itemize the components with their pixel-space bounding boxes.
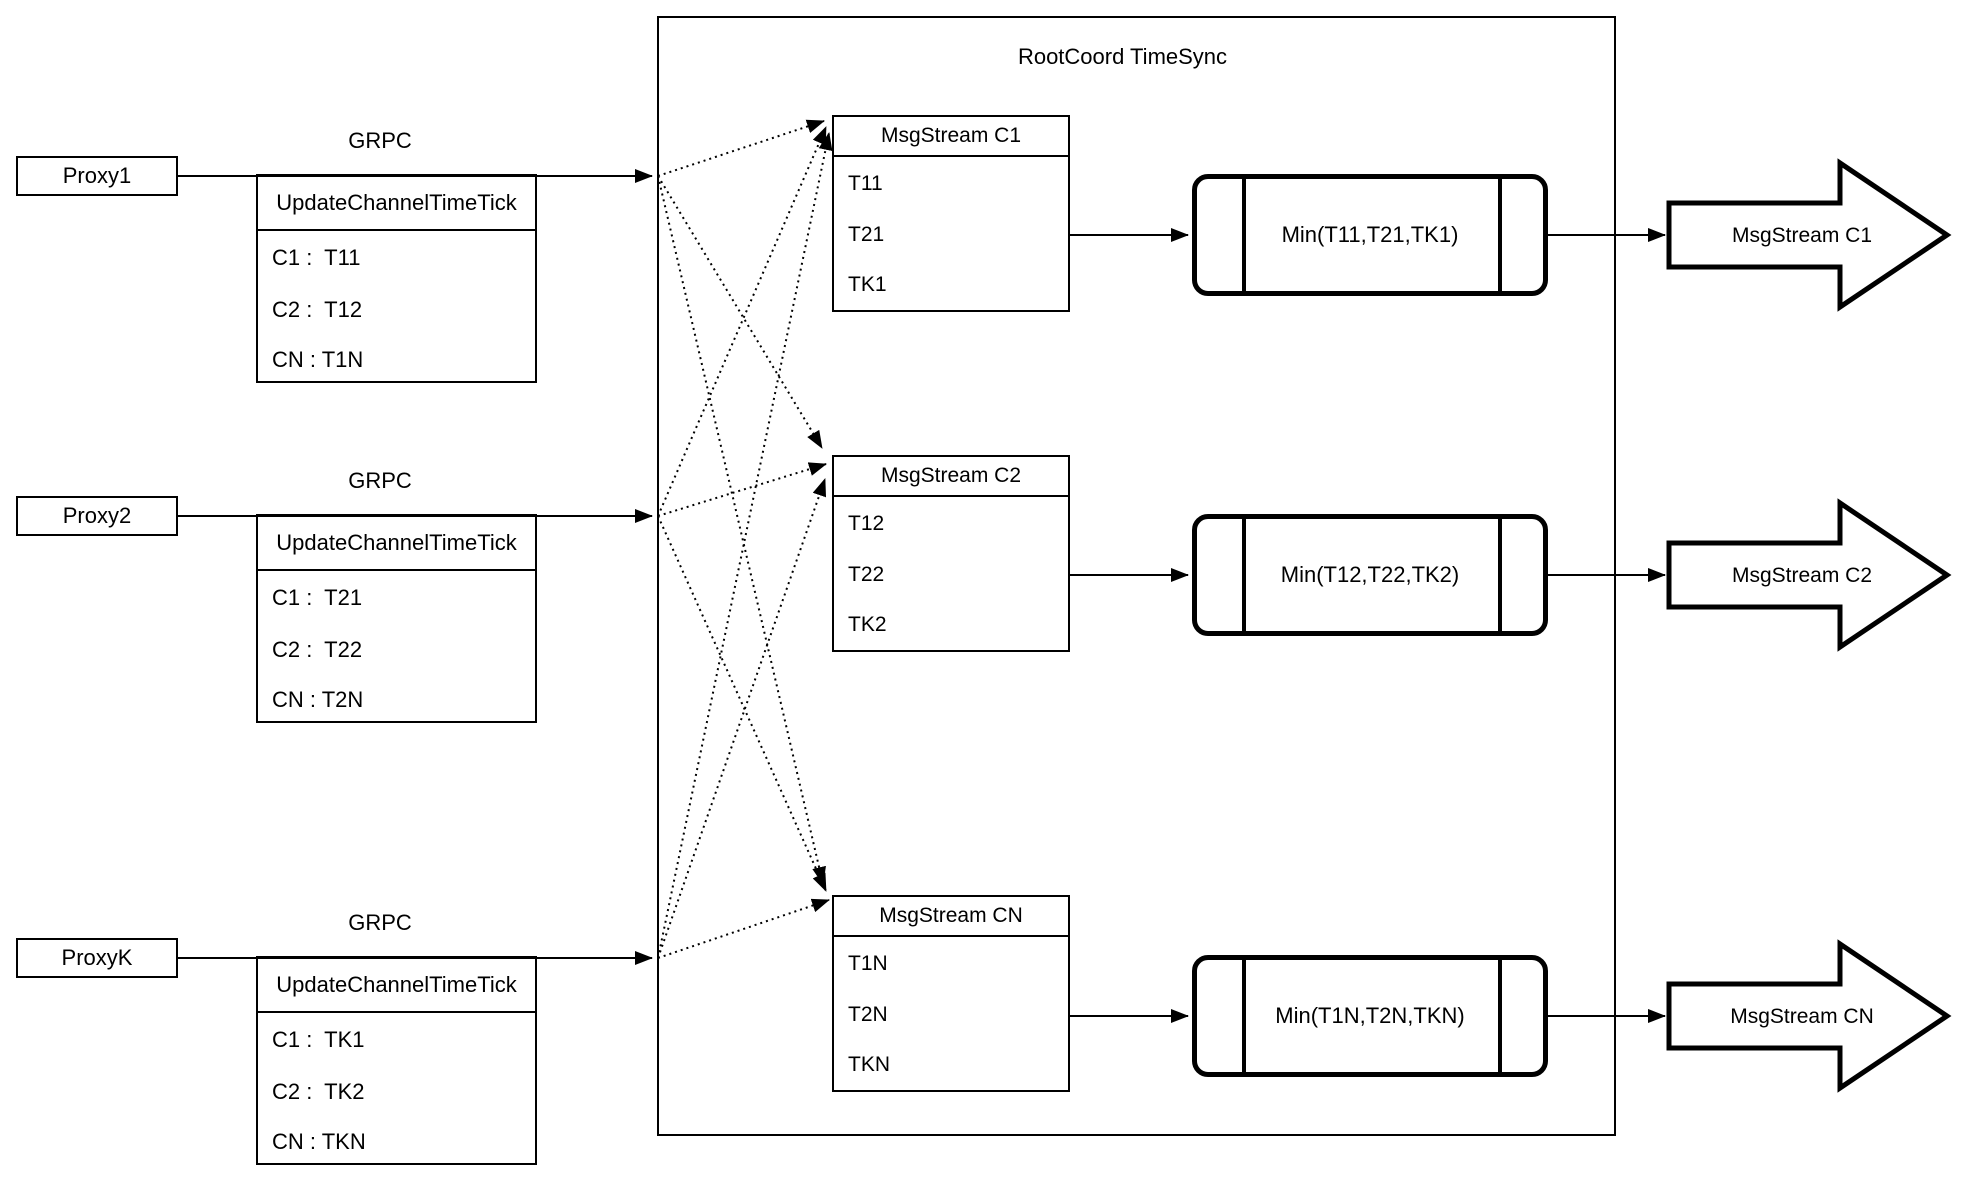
block-arrow-c2 [1666,498,1952,652]
min-capsule-3: Min(T1N,T2N,TKN) [1192,955,1548,1077]
rootcoord-title: RootCoord TimeSync [1017,44,1228,69]
capsule-divider [1242,519,1246,631]
min-label-3: Min(T1N,T2N,TKN) [1275,1003,1465,1028]
min-capsule-2: Min(T12,T22,TK2) [1192,514,1548,636]
output-label-cn: MsgStream CN [1730,1005,1874,1028]
output-arrow-labels: MsgStream C1 MsgStream C2 MsgStream CN [1730,224,1874,1028]
msgstream-row: T22 [848,563,885,586]
min-label-1: Min(T11,T21,TK1) [1281,222,1459,247]
uctt-row: C1 : TK1 [272,1027,365,1052]
msgstream-row: TKN [848,1053,890,1076]
proxy2-label: Proxy2 [62,503,132,528]
grpc-label-2: GRPC [348,468,412,493]
msgstream-c1-box: MsgStream C1 T11 T21 TK1 [832,115,1070,312]
uctt-row: CN : T2N [272,687,364,712]
proxy1-box: Proxy1 [16,156,178,196]
proxy2-box: Proxy2 [16,496,178,536]
block-arrow-c1 [1666,158,1952,312]
msgstream-row: T2N [848,1003,888,1026]
update-channel-timetick-box-1: UpdateChannelTimeTick C1 : T11 C2 : T12 … [256,174,537,383]
uctt-row: C2 : T12 [272,297,363,322]
min-capsule-1: Min(T11,T21,TK1) [1192,174,1548,296]
msgstream-row: TK1 [848,273,887,296]
proxy1-label: Proxy1 [62,163,132,188]
uctt-title-3: UpdateChannelTimeTick [258,958,535,1013]
uctt-row: CN : TKN [272,1129,366,1154]
msgstream-cn-box: MsgStream CN T1N T2N TKN [832,895,1070,1092]
msgstream-c2-box: MsgStream C2 T12 T22 TK2 [832,455,1070,652]
update-channel-timetick-box-3: UpdateChannelTimeTick C1 : TK1 C2 : TK2 … [256,956,537,1165]
msgstream-row: TK2 [848,613,887,636]
grpc-label-3: GRPC [348,910,412,935]
uctt-title-1: UpdateChannelTimeTick [258,176,535,231]
uctt-row: C2 : TK2 [272,1079,365,1104]
update-channel-timetick-box-2: UpdateChannelTimeTick C1 : T21 C2 : T22 … [256,514,537,723]
msgstream-row: T1N [848,952,888,975]
uctt-row: C1 : T11 [272,245,361,270]
msgstream-c2-title: MsgStream C2 [834,457,1068,497]
output-label-c1: MsgStream C1 [1732,224,1872,247]
uctt-title-2: UpdateChannelTimeTick [258,516,535,571]
msgstream-cn-title: MsgStream CN [834,897,1068,937]
uctt-row: C2 : T22 [272,637,363,662]
capsule-divider [1242,179,1246,291]
msgstream-row: T21 [848,223,885,246]
uctt-row: C1 : T21 [272,585,363,610]
proxyk-label: ProxyK [61,945,133,970]
min-label-2: Min(T12,T22,TK2) [1280,562,1460,587]
msgstream-row: T12 [848,512,885,535]
grpc-label-1: GRPC [348,128,412,153]
block-arrow-cn [1666,939,1952,1093]
output-label-c2: MsgStream C2 [1732,564,1872,587]
proxyk-box: ProxyK [16,938,178,978]
msgstream-row: T11 [848,172,883,195]
uctt-row: CN : T1N [272,347,364,372]
output-block-arrows [1666,158,1952,1093]
capsule-divider [1498,960,1502,1072]
capsule-divider [1498,179,1502,291]
capsule-divider [1498,519,1502,631]
capsule-divider [1242,960,1246,1072]
msgstream-c1-title: MsgStream C1 [834,117,1068,157]
